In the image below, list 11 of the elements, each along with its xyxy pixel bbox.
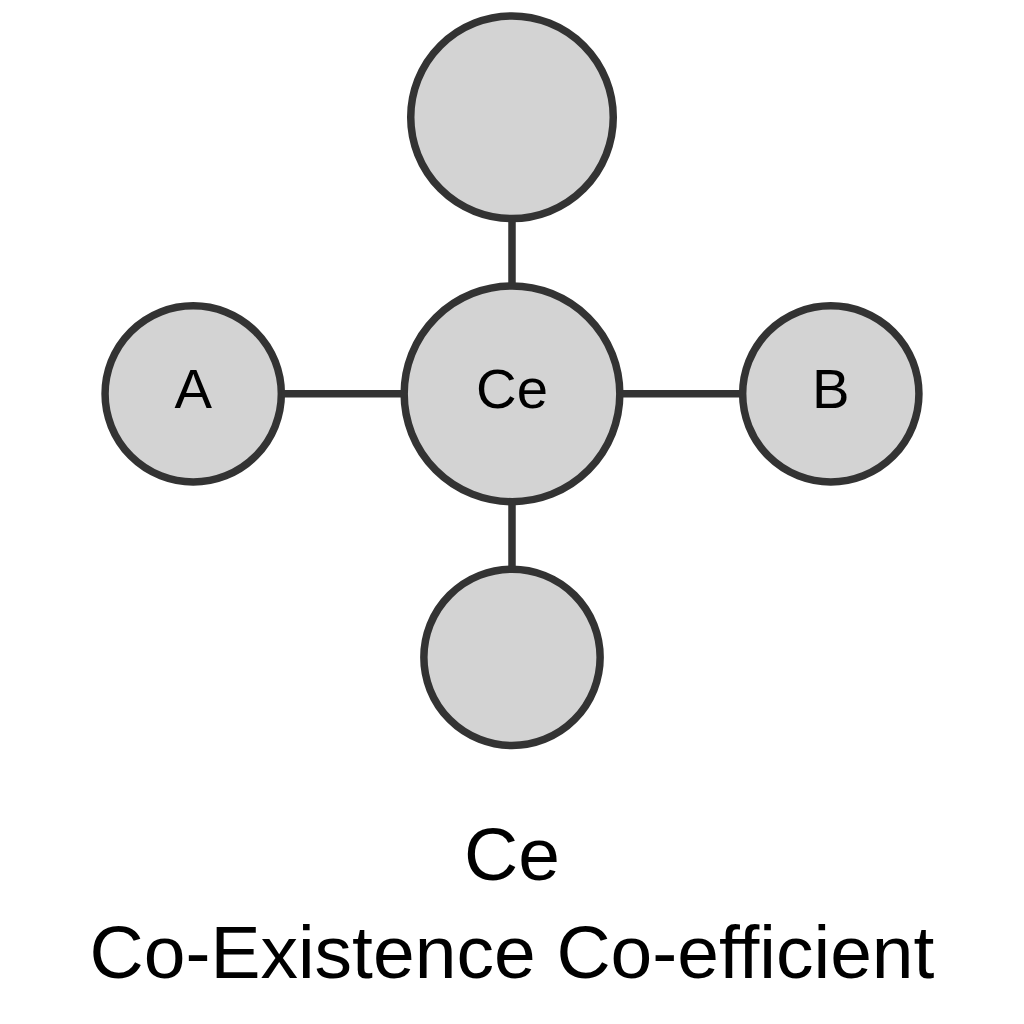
node-circle: A [101, 301, 286, 486]
connector [281, 390, 404, 398]
connector [620, 390, 742, 398]
node-circle [420, 565, 604, 750]
connector [508, 502, 516, 569]
node-circle [407, 12, 617, 223]
caption: Co-Existence Co-efficient [89, 910, 935, 994]
label: Ce [464, 812, 560, 897]
node-circle: Ce [400, 282, 624, 506]
connector [508, 219, 516, 286]
node-circle: B [738, 301, 923, 486]
